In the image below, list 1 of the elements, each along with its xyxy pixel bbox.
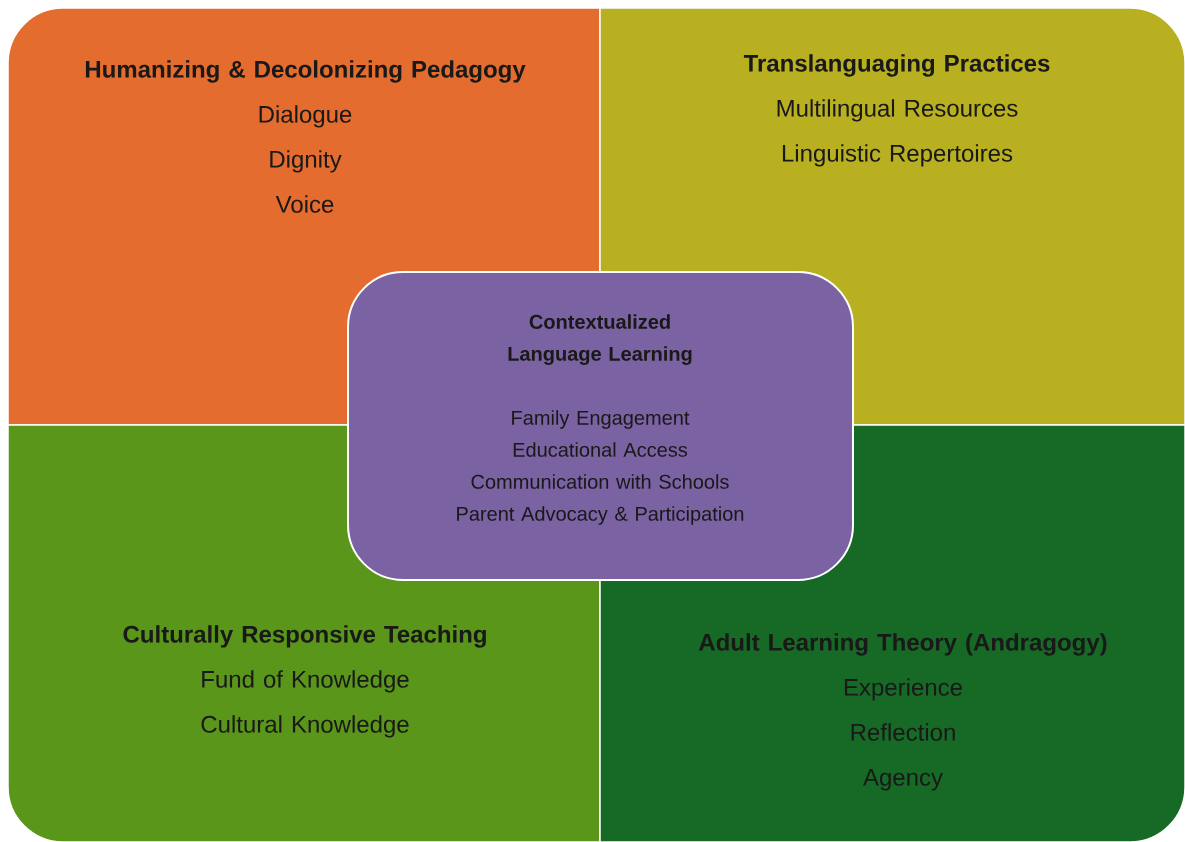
center-box: Contextualized Language Learning Family Engagement Educational Access Communication with Schools Parent Advocacy & Participation: [347, 271, 854, 581]
